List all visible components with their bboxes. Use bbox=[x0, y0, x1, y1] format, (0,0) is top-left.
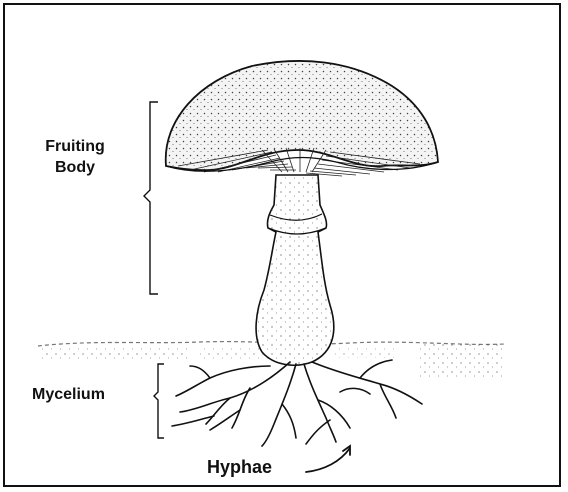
mycelium-bracket bbox=[154, 364, 164, 438]
fruiting-body-label-line1: Fruiting bbox=[20, 136, 130, 157]
fruiting-body-label: Fruiting Body bbox=[20, 136, 130, 178]
mycelium-label: Mycelium bbox=[32, 384, 105, 405]
mushroom-stem bbox=[256, 175, 334, 365]
mycelium-network bbox=[172, 360, 422, 446]
hyphae-label: Hyphae bbox=[207, 457, 272, 478]
fruiting-body-bracket bbox=[144, 102, 158, 294]
mushroom-cap bbox=[166, 61, 438, 176]
hyphae-arrow bbox=[306, 446, 350, 472]
fruiting-body-label-line2: Body bbox=[20, 157, 130, 178]
